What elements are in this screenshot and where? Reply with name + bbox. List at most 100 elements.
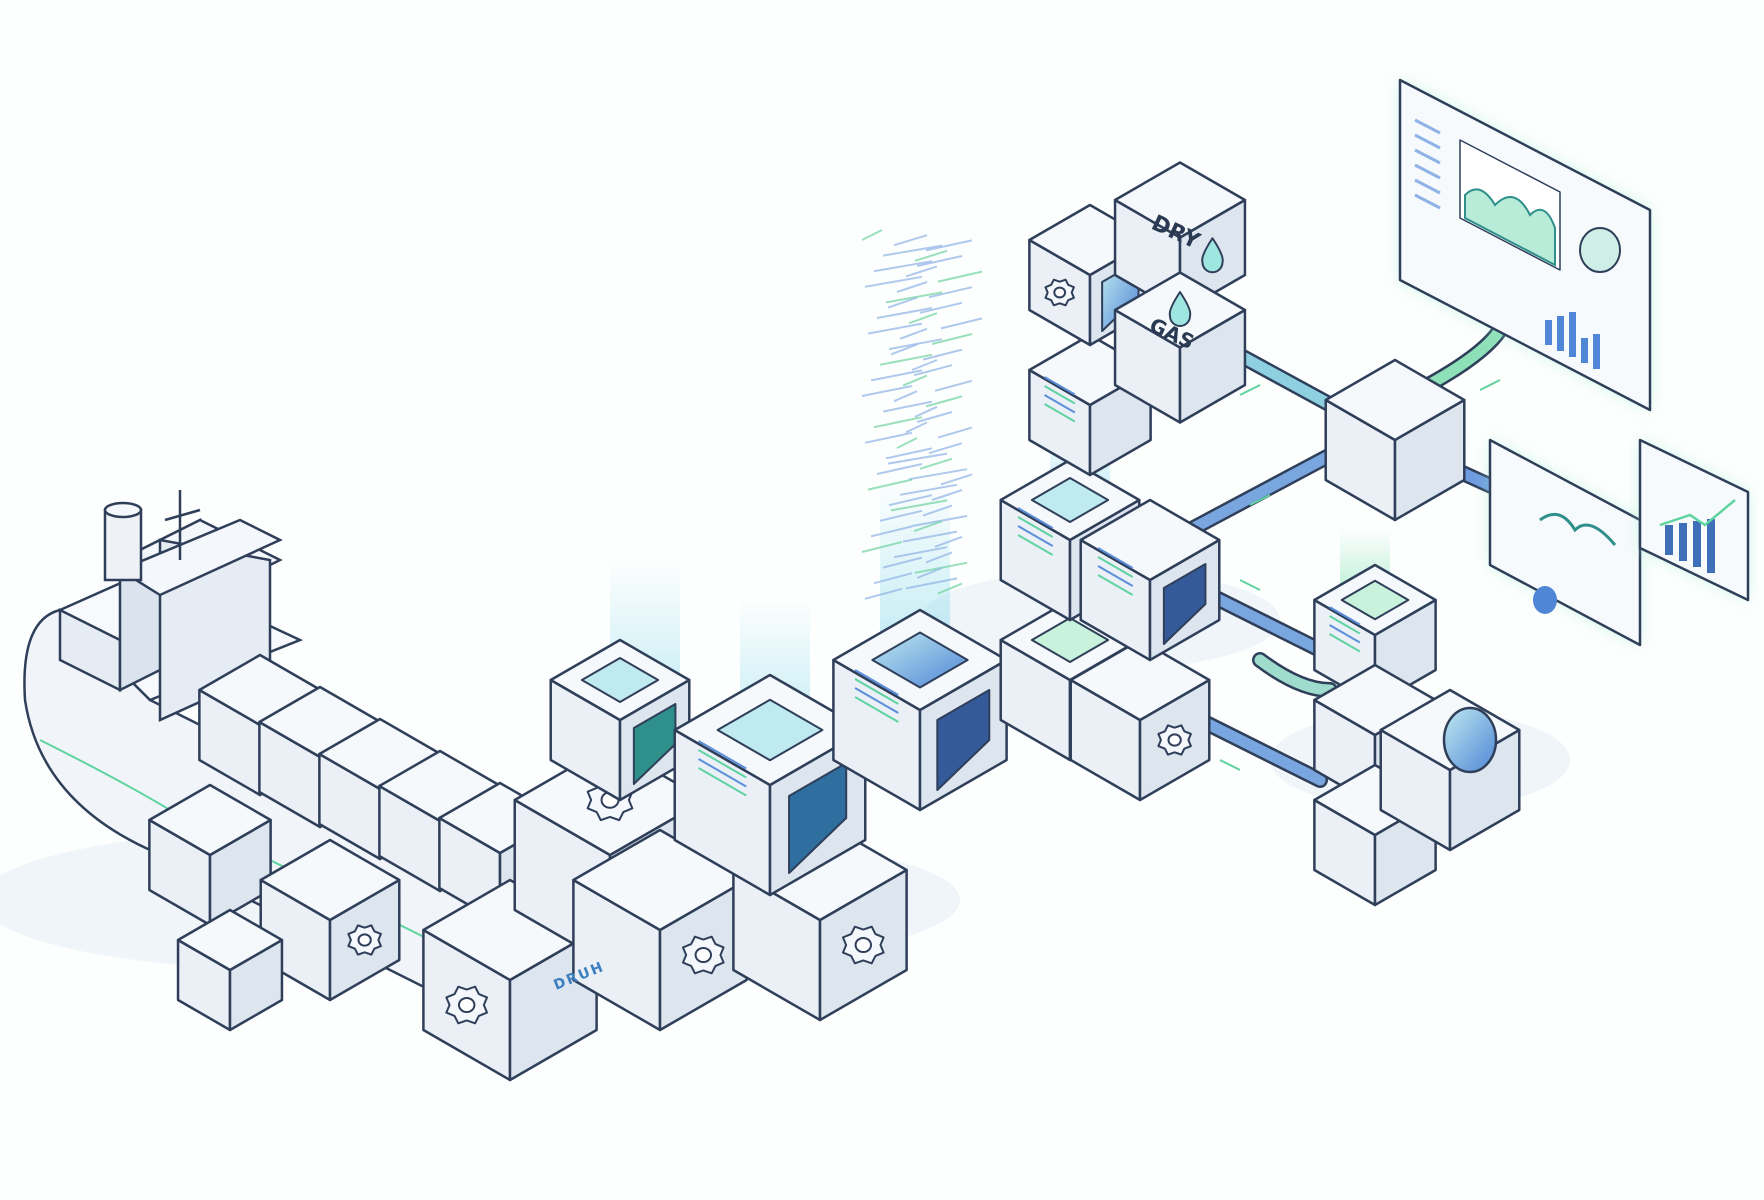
code-line: [908, 468, 968, 481]
text-lines-icon: [854, 696, 899, 723]
gear-hole: [694, 946, 712, 964]
code-line: [864, 587, 903, 600]
text-lines-icon: [698, 767, 747, 797]
code-line: [879, 353, 933, 366]
flow-arrow: [1239, 579, 1261, 591]
bar: [1707, 519, 1715, 573]
cube-top-face: [1324, 358, 1466, 442]
panel-frame: [1488, 438, 1642, 647]
code-line: [887, 296, 918, 309]
lens-icon: [1442, 706, 1498, 774]
isometric-blocks: [148, 161, 1521, 1082]
code-line: [937, 270, 983, 283]
code-line: [902, 530, 958, 543]
text-lines-icon: [1017, 507, 1054, 529]
cube-top-face: [1313, 663, 1437, 737]
text-lines-icon: [698, 758, 747, 788]
dashboards: [1398, 78, 1750, 647]
code-line: [861, 385, 913, 397]
cube-top-face: [259, 838, 401, 922]
code-line: [934, 379, 973, 392]
cube-top-face: [148, 783, 272, 857]
code-line: [888, 494, 933, 507]
code-line: [919, 457, 953, 470]
text-lines-icon: [1017, 516, 1054, 538]
code-line: [931, 489, 963, 501]
code-line: [902, 374, 928, 387]
text-lines-icon: [1329, 624, 1361, 644]
cube-top-face: [1069, 638, 1211, 722]
code-line: [913, 364, 953, 377]
code-line: [922, 348, 963, 361]
code-line: [916, 567, 943, 579]
code-line: [908, 312, 938, 325]
area-chart: [1464, 188, 1556, 267]
code-line: [914, 249, 948, 262]
text-lines-icon: [1097, 574, 1134, 596]
small-crate: [176, 908, 284, 1032]
bar: [1569, 312, 1576, 357]
code-line: [937, 426, 973, 439]
code-line: [864, 275, 923, 288]
code-line: [861, 229, 883, 241]
line-chart: [1539, 512, 1617, 546]
pipe: [1224, 344, 1346, 416]
code-line: [940, 317, 983, 330]
side-screen: [788, 762, 848, 874]
pie-chart-icon: [1533, 586, 1557, 614]
main-dashboard: [1398, 78, 1652, 412]
code-line: [905, 265, 938, 278]
code-line: [879, 509, 923, 522]
code-line: [876, 307, 933, 319]
code-line: [893, 546, 948, 559]
bar: [1581, 338, 1588, 363]
code-line: [882, 400, 933, 413]
gas-cargo-block: [1113, 271, 1247, 424]
water-drop-icon: [1168, 291, 1192, 327]
code-line: [896, 281, 928, 293]
text-lines-icon: [854, 687, 899, 714]
bar: [1693, 521, 1701, 567]
code-line: [922, 504, 953, 517]
side-screen: [1162, 563, 1207, 645]
bar: [1545, 320, 1552, 345]
panel-frame: [1638, 438, 1750, 602]
code-line: [867, 322, 923, 335]
sidebar-line: [1414, 148, 1441, 165]
code-line: [937, 582, 963, 595]
code-line: [890, 499, 948, 512]
bar: [1679, 523, 1687, 561]
sensor-block: [1379, 688, 1521, 852]
flow-arrow: [1249, 494, 1271, 506]
code-line: [928, 442, 963, 455]
flow-arrow: [1479, 379, 1501, 391]
gear-hole: [1167, 733, 1182, 747]
code-line: [876, 463, 923, 475]
code-line: [861, 541, 903, 553]
gear-hole: [357, 933, 372, 947]
text-lines-icon: [1044, 385, 1076, 405]
sidebar-line: [1414, 163, 1441, 180]
pipe: [1254, 654, 1336, 696]
code-line: [940, 473, 973, 486]
screen-window: [871, 631, 969, 689]
text-lines-icon: [1097, 547, 1134, 569]
sidebar-line: [1414, 178, 1441, 195]
code-line: [885, 291, 943, 304]
trend-line: [1659, 499, 1736, 527]
code-line: [931, 333, 973, 345]
code-line: [867, 478, 913, 491]
sidebar-line: [1414, 118, 1441, 135]
code-line: [870, 369, 923, 382]
text-lines-icon: [1329, 606, 1361, 626]
screen-window: [1340, 579, 1410, 621]
code-stream: [861, 229, 983, 600]
code-line: [911, 359, 938, 371]
code-line: [890, 343, 918, 356]
text-lines-icon: [698, 749, 747, 779]
text-lines-icon: [1097, 556, 1134, 578]
code-line: [905, 421, 928, 434]
code-line: [925, 239, 973, 252]
code-line: [928, 286, 973, 299]
